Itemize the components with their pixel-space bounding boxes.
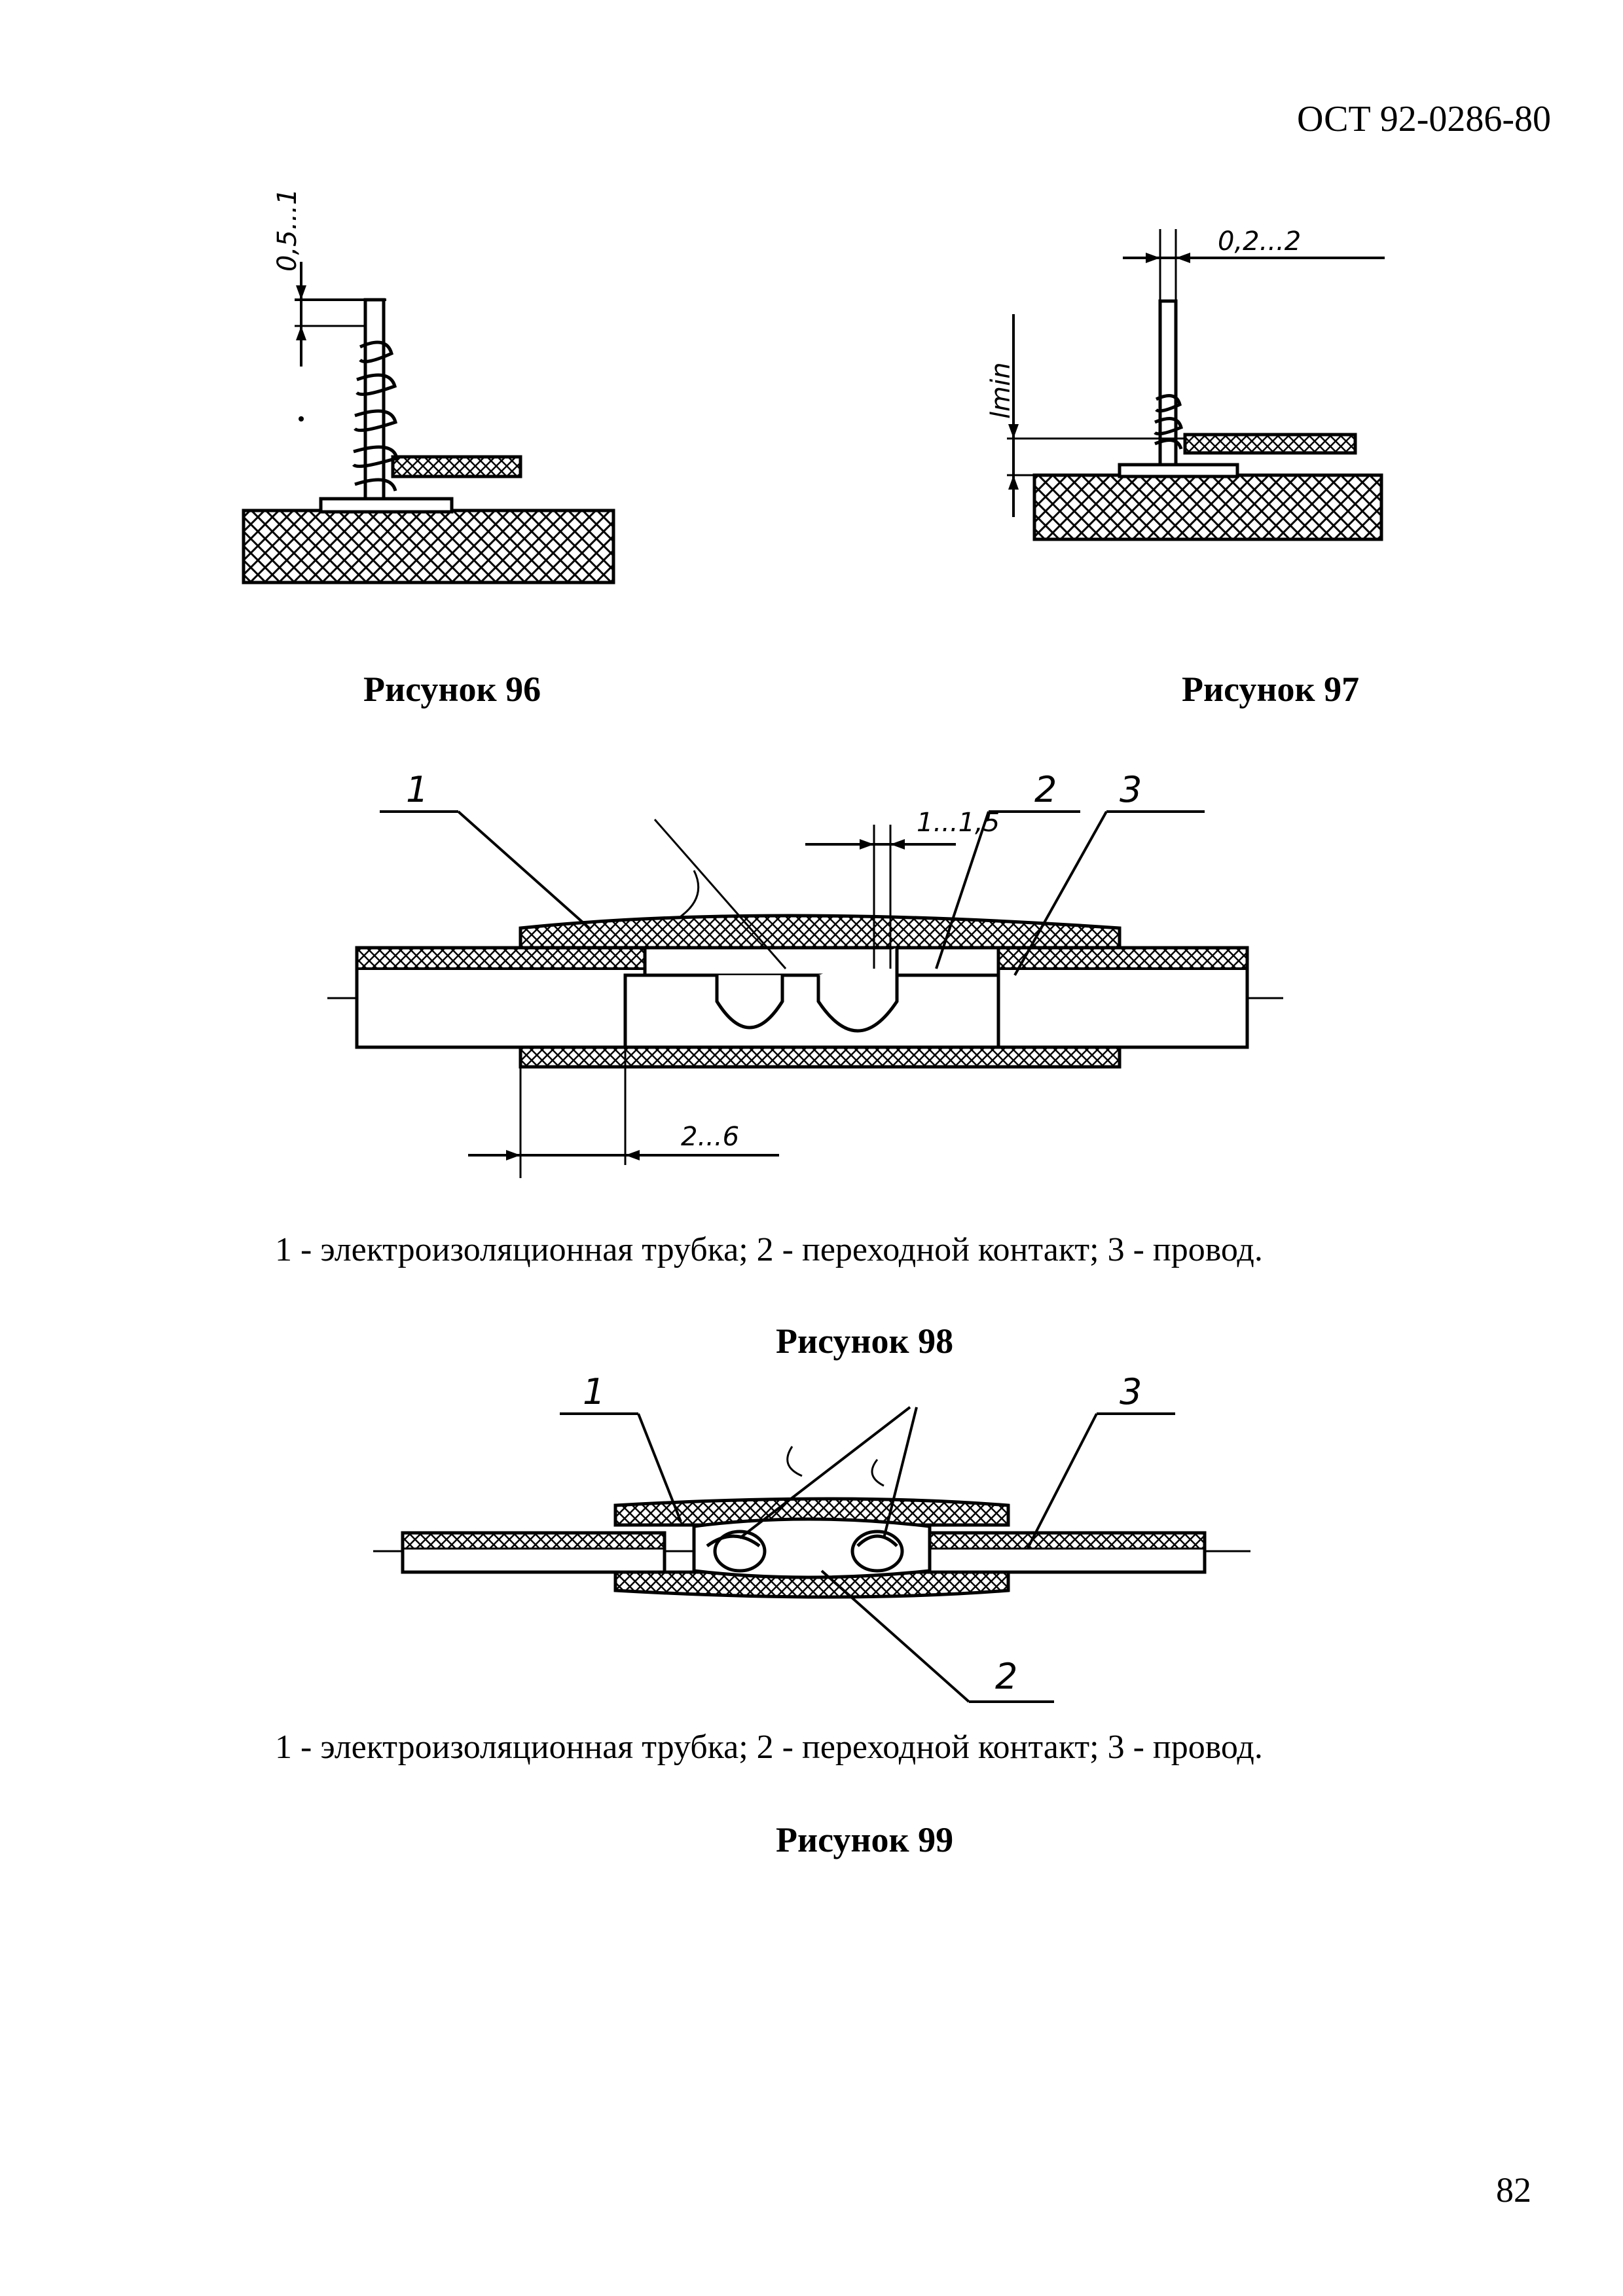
callout-3: 3 <box>1120 769 1142 810</box>
callout-1: 1 <box>583 1371 605 1412</box>
dimension-bottom-label: 2...6 <box>681 1122 739 1152</box>
page-number: 82 <box>1496 2170 1531 2210</box>
dimension-top-label: 1...1,5 <box>917 808 1000 838</box>
figure-97-caption: Рисунок 97 <box>1182 670 1360 709</box>
figure-99-drawing: 1 3 2 <box>373 1371 1250 1703</box>
figure-96-drawing: 0,5...1 <box>242 188 615 584</box>
figure-99-caption: Рисунок 99 <box>776 1820 954 1859</box>
figure-96-caption: Рисунок 96 <box>363 670 541 709</box>
callout-3: 3 <box>1120 1371 1142 1412</box>
figure-98-legend: 1 - электроизоляционная трубка; 2 - пере… <box>275 1231 1263 1268</box>
callout-2: 2 <box>1034 769 1057 810</box>
figure-98-caption: Рисунок 98 <box>776 1321 954 1361</box>
dimension-gap-label: 0,2...2 <box>1218 226 1301 257</box>
callout-1: 1 <box>406 769 428 810</box>
figure-97-drawing: 0,2...2 lmin <box>986 226 1385 541</box>
document-code: ОСТ 92-0286-80 <box>1297 99 1551 139</box>
figure-99-legend: 1 - электроизоляционная трубка; 2 - пере… <box>275 1729 1263 1766</box>
figure-98-drawing: 1 3 2 1...1,5 2...6 <box>327 769 1283 1178</box>
callout-2: 2 <box>995 1656 1017 1697</box>
dimension-label: 0,5...1 <box>272 188 302 272</box>
dimension-length-label: lmin <box>986 362 1016 419</box>
